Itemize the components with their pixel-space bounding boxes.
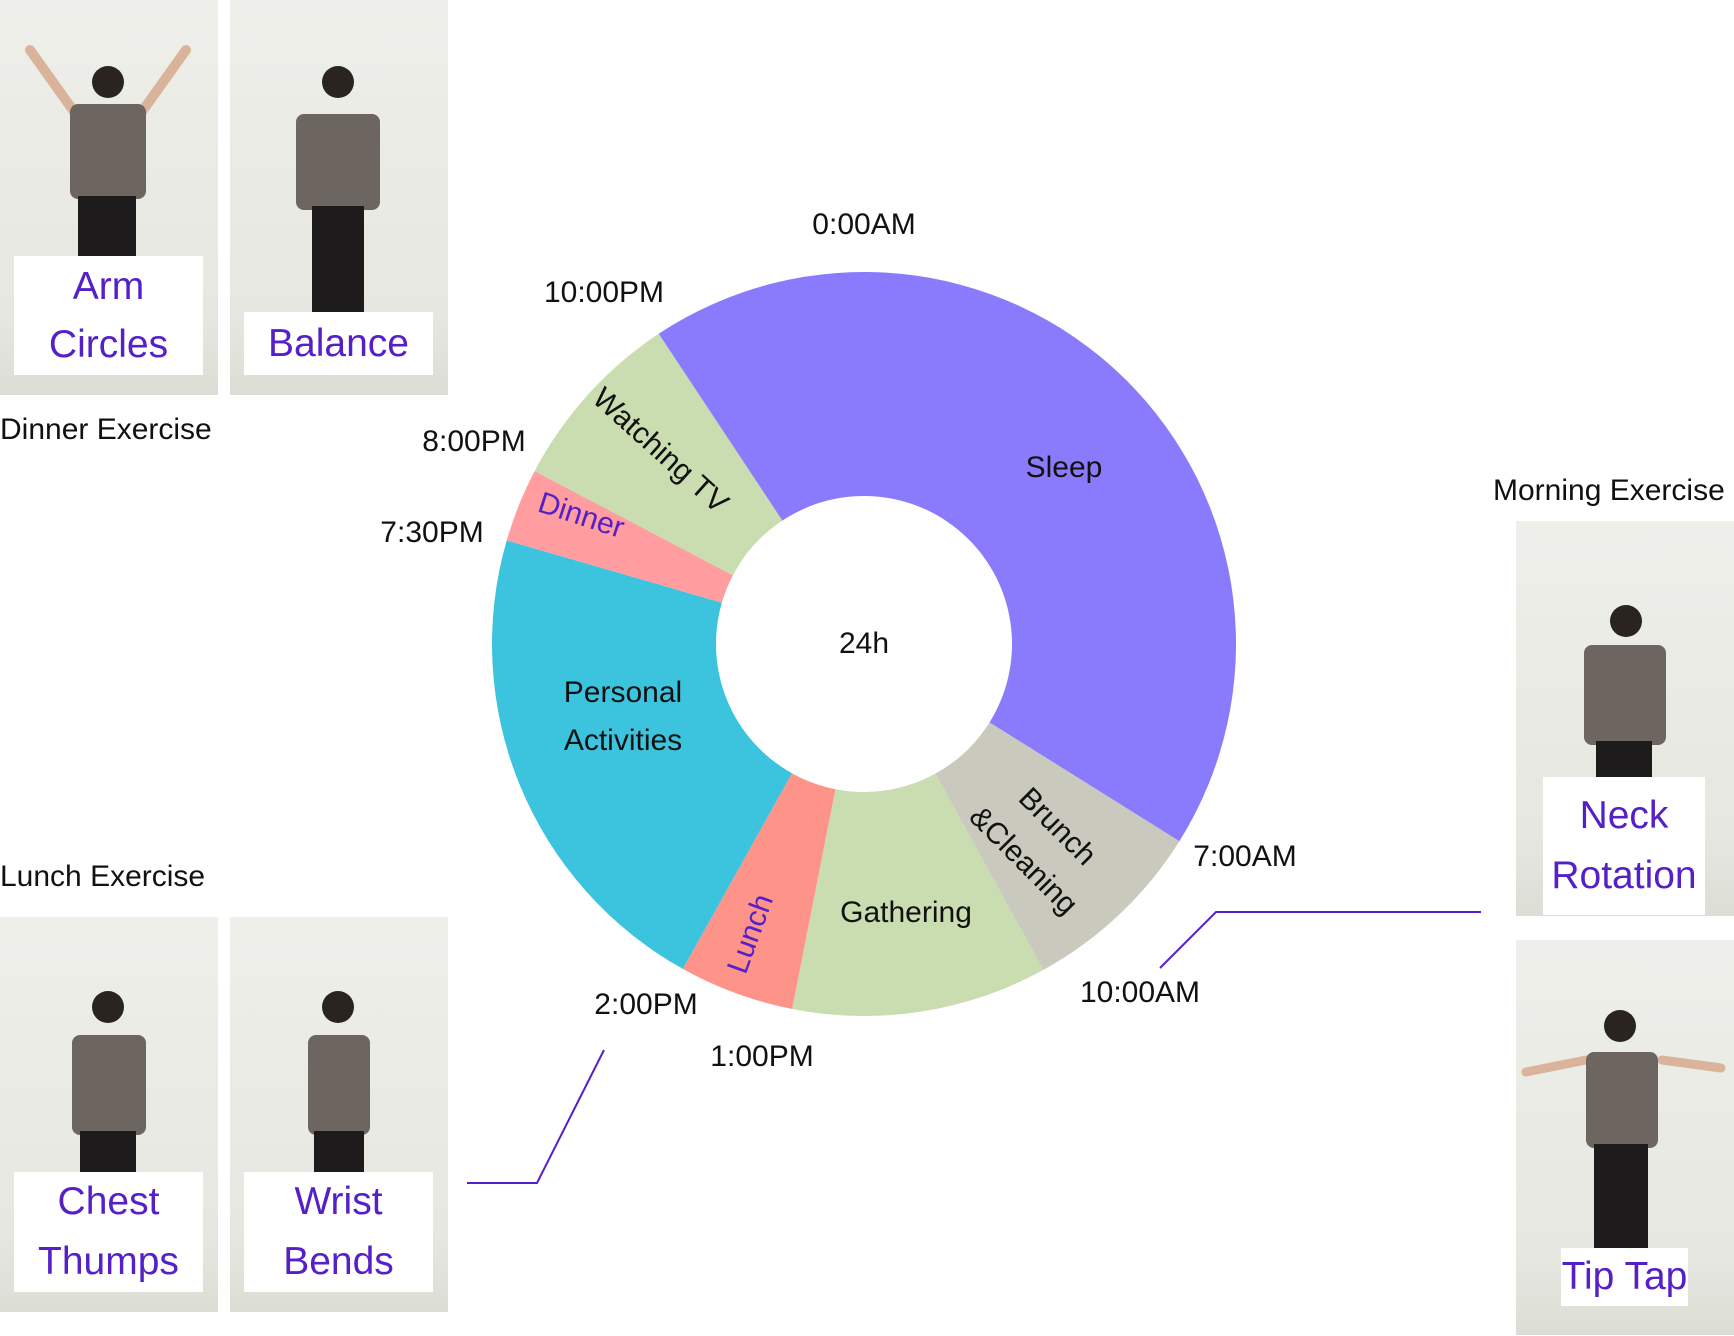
slice-label-personal-line2: Activities: [563, 724, 683, 757]
section-title-dinner: Dinner Exercise: [0, 413, 212, 446]
slice-brunch-cleaning: [935, 722, 1180, 970]
slice-label-personal-line1: Personal: [563, 676, 683, 709]
lunch-connector-line: [467, 1049, 605, 1184]
person-arms-up-icon: [25, 45, 191, 266]
time-label-2200: 10:00PM: [543, 276, 665, 309]
exercise-label-balance: Balance: [244, 312, 433, 375]
time-label-0000: 0:00AM: [812, 208, 916, 241]
exercise-photo-balance: Balance: [230, 0, 448, 395]
person-tip-tap-icon: [1521, 1010, 1726, 1254]
time-label-1400: 2:00PM: [594, 988, 698, 1021]
exercise-label-tip-tap: Tip Tap: [1561, 1248, 1688, 1306]
center-label: 24h: [838, 627, 890, 660]
slice-label-personal: Personal Activities: [564, 669, 682, 765]
time-label-1000: 10:00AM: [1079, 976, 1201, 1009]
person-neck-rotation-icon: [1584, 605, 1666, 781]
slice-label-sleep: Sleep: [1025, 451, 1103, 484]
slice-lunch: [682, 773, 836, 1009]
section-title-morning: Morning Exercise: [1493, 474, 1725, 507]
time-label-1930: 7:30PM: [380, 516, 484, 549]
time-label-0700: 7:00AM: [1193, 840, 1297, 873]
slice-dinner: [506, 471, 733, 603]
slice-personal-activities: [492, 540, 792, 969]
slice-sleep: [658, 272, 1236, 842]
exercise-photo-tip-tap: Tip Tap: [1516, 940, 1734, 1335]
person-hands-on-hips-icon: [296, 66, 380, 316]
section-title-lunch: Lunch Exercise: [0, 860, 206, 893]
slice-watching-tv: [534, 333, 783, 576]
time-label-2000: 8:00PM: [422, 425, 526, 458]
time-label-1300: 1:00PM: [710, 1040, 814, 1073]
slice-label-gathering: Gathering: [840, 896, 972, 929]
morning-connector-line: [1159, 911, 1481, 969]
slice-gathering: [792, 773, 1044, 1016]
